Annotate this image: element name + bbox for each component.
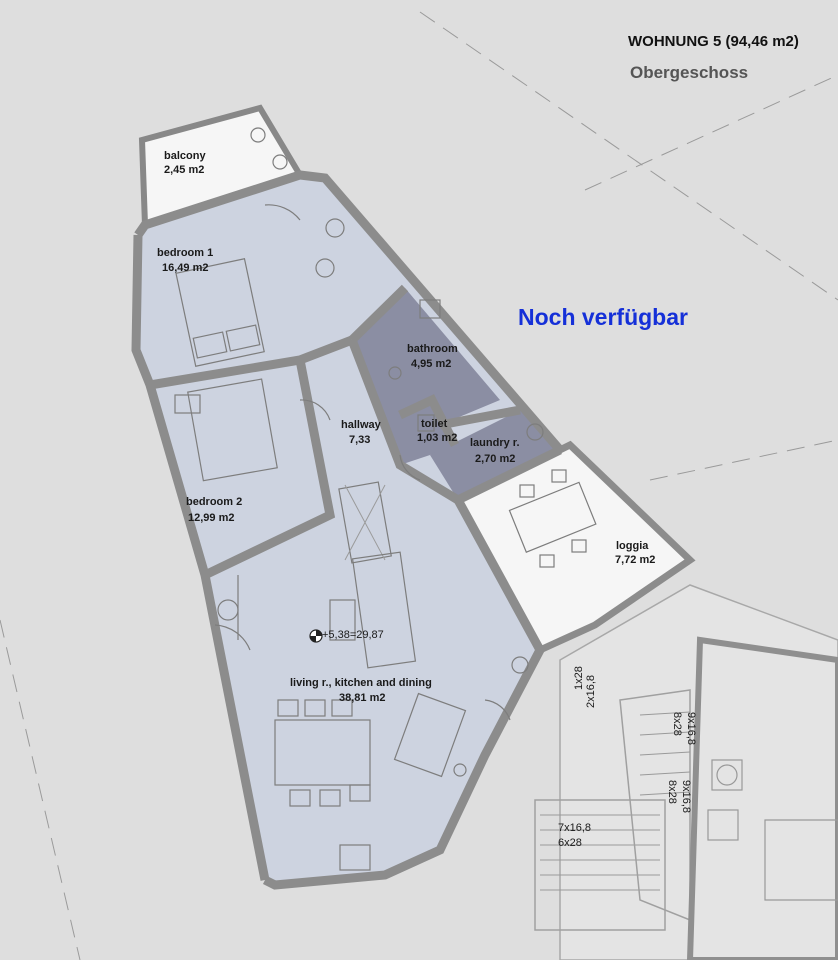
availability-status: Noch verfügbar — [518, 304, 688, 330]
room-name-laundry: laundry r. — [470, 437, 520, 449]
floor-label: Obergeschoss — [630, 63, 749, 82]
toilet-area — [400, 400, 455, 458]
stair-label: 8x28 — [671, 712, 683, 736]
stair-label: 1x28 — [573, 666, 585, 690]
stair-label: 9x16,8 — [685, 712, 697, 745]
room-name-hallway: hallway — [341, 419, 382, 431]
room-labels: balcony 2,45 m2 bedroom 1 16,49 m2 bathr… — [157, 150, 655, 704]
stair-labels: 7x16,8 6x28 1x28 2x16,8 9x16,8 8x28 9x16… — [558, 666, 697, 849]
stair-label: 6x28 — [558, 837, 582, 849]
stair-label: 8x28 — [666, 780, 678, 804]
room-name-living: living r., kitchen and dining — [290, 677, 432, 689]
furniture — [174, 127, 597, 871]
context-lines — [0, 11, 838, 960]
level-marker-icon — [309, 629, 323, 643]
stair-label: 9x16,8 — [680, 780, 692, 813]
stair-label: 7x16,8 — [558, 822, 591, 834]
room-name-bedroom2: bedroom 2 — [186, 496, 242, 508]
apartment-title: WOHNUNG 5 (94,46 m2) — [628, 33, 799, 50]
room-area-laundry: 2,70 m2 — [475, 453, 515, 465]
room-area-hallway: 7,33 — [349, 434, 370, 446]
walls — [131, 170, 564, 890]
stair-label: 2x16,8 — [585, 675, 597, 708]
room-name-bedroom1: bedroom 1 — [157, 247, 213, 259]
bathroom-area — [352, 288, 500, 465]
level-marker-label: +5,38=29,87 — [322, 629, 384, 641]
room-name-loggia: loggia — [616, 540, 649, 552]
room-area-bathroom: 4,95 m2 — [411, 358, 451, 370]
room-area-bedroom2: 12,99 m2 — [188, 512, 234, 524]
laundry-area — [430, 410, 555, 500]
room-name-bathroom: bathroom — [407, 343, 458, 355]
room-area-bedroom1: 16,49 m2 — [162, 262, 208, 274]
adjacent-structure — [534, 584, 838, 960]
room-area-balcony: 2,45 m2 — [164, 164, 204, 176]
room-name-toilet: toilet — [421, 418, 448, 430]
room-area-toilet: 1,03 m2 — [417, 432, 457, 444]
room-area-loggia: 7,72 m2 — [615, 554, 655, 566]
room-area-living: 38,81 m2 — [339, 692, 385, 704]
room-name-balcony: balcony — [164, 150, 206, 162]
